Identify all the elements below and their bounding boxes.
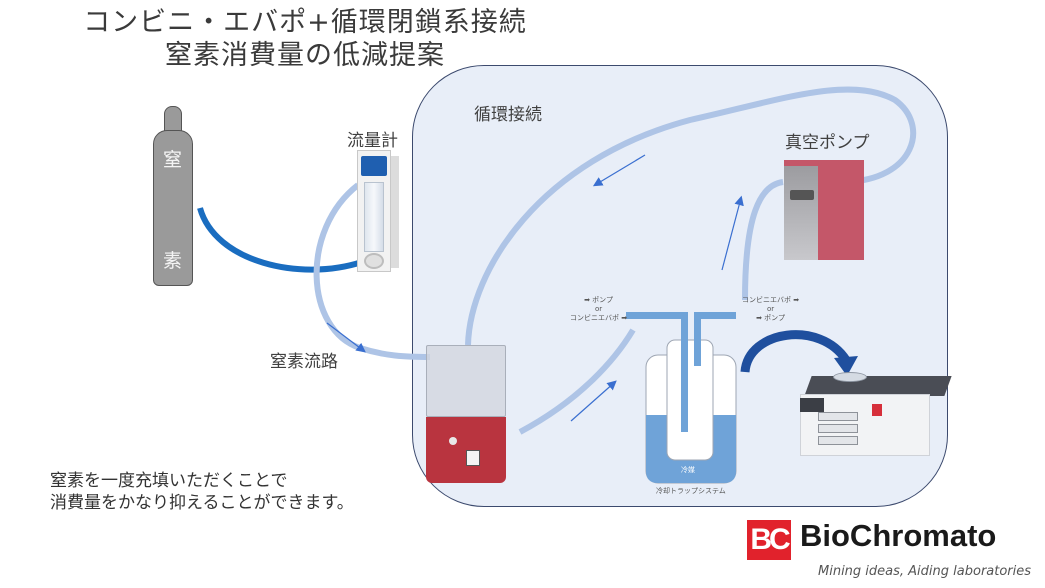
transfer-arrowhead <box>834 356 858 376</box>
flow-meter-knob <box>364 253 384 269</box>
transfer-arrow <box>740 330 850 373</box>
cylinder-char-2: 素 <box>163 250 183 272</box>
coolant-label: 冷媒 <box>681 466 695 474</box>
nitrogen-hose <box>197 207 363 273</box>
flow-arrow-to-pump <box>721 195 744 271</box>
evaporator-knob <box>449 437 457 445</box>
flow-meter-tube <box>364 182 384 252</box>
diagram-title: コンビニ・エバポ+循環閉鎖系接続 窒素消費量の低減提案 <box>60 6 550 72</box>
trap-right-note: コンビニエバポ ➡ or ➡ ポンプ <box>742 296 799 323</box>
cylinder-char-1: 窒 <box>163 149 183 171</box>
biochromato-logo-mark: BC <box>747 520 791 560</box>
evaporator-display <box>466 450 480 466</box>
flow-meter-brand-badge <box>361 156 387 176</box>
note-line-1: 窒素を一度充填いただくことで <box>50 471 288 491</box>
flow-meter-side <box>391 156 399 268</box>
nitrogen-cylinder: 窒 素 <box>153 130 193 286</box>
trap-left-note: ➡ ポンプ or コンビニエバポ ➡ <box>570 296 627 323</box>
flow-arrow-nitrogen <box>326 322 366 353</box>
circulation-label: 循環接続 <box>474 105 542 125</box>
flow-meter-label: 流量計 <box>347 131 398 151</box>
pump-to-trap-pipe <box>742 179 784 301</box>
biochromato-tagline: Mining ideas, Aiding laboratories <box>818 564 1032 579</box>
trap-left-note-line3: コンビニエバポ ➡ <box>570 314 628 322</box>
title-line-2: 窒素消費量の低減提案 <box>165 40 445 71</box>
trap-pipe-left-h <box>626 312 688 319</box>
vacuum-pump-label: 真空ポンプ <box>785 133 870 153</box>
freeze-dryer-drawer <box>818 424 858 433</box>
nitrogen-path-label: 窒素流路 <box>270 352 338 372</box>
trap-left-note-line2: or <box>594 305 603 313</box>
evaporator-to-trap-pipe <box>518 328 636 435</box>
freeze-dryer-drawer <box>818 412 858 421</box>
trap-right-note-line3: ➡ ポンプ <box>756 314 785 322</box>
evaporator-cover <box>426 345 506 417</box>
freeze-dryer-panel <box>800 398 824 412</box>
trap-right-note-line2: or <box>766 305 775 313</box>
trap-right-note-line1: コンビニエバポ ➡ <box>742 296 800 304</box>
biochromato-logo-name: BioChromato <box>800 518 997 553</box>
freeze-dryer-logo <box>872 404 882 416</box>
freeze-dryer-top <box>804 376 952 396</box>
title-line-1: コンビニ・エバポ+循環閉鎖系接続 <box>83 7 527 38</box>
trap-pipe-left-v <box>681 312 688 432</box>
logo-mark-text: BC <box>750 523 790 556</box>
trap-left-note-line1: ➡ ポンプ <box>584 296 613 304</box>
flowmeter-to-evaporator-pipe <box>313 182 431 360</box>
note-line-2: 消費量をかなり抑えることができます。 <box>50 493 354 513</box>
nitrogen-saving-note: 窒素を一度充填いただくことで 消費量をかなり抑えることができます。 <box>50 470 354 514</box>
trap-pipe-right-h <box>694 312 736 319</box>
flow-arrow-to-trap <box>570 380 617 422</box>
trap-pipe-right-v <box>694 312 701 366</box>
circulation-loop-pipe <box>465 86 917 346</box>
freeze-dryer-lid <box>833 372 867 382</box>
vacuum-pump-grille <box>784 166 818 260</box>
vacuum-pump-slot <box>790 190 814 200</box>
cold-trap-inner <box>666 339 714 461</box>
flow-arrow-loop <box>592 154 646 187</box>
cold-trap-system-label: 冷却トラップシステム <box>656 487 726 495</box>
freeze-dryer-drawer <box>818 436 858 445</box>
